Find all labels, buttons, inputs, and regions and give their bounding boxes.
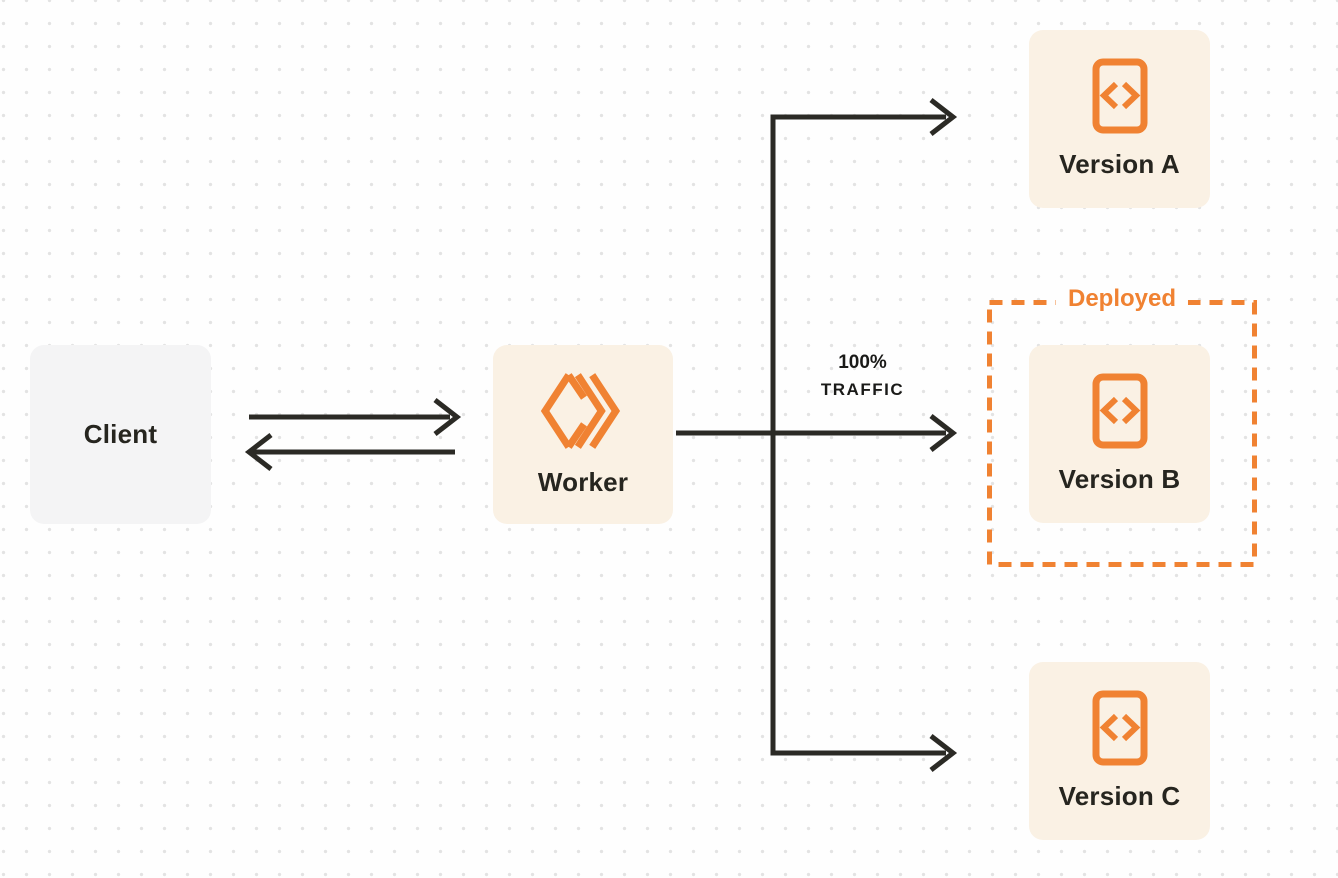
worker-node: Worker bbox=[493, 345, 673, 524]
arrow-to-version-b-head bbox=[929, 414, 958, 452]
version-c-label: Version C bbox=[1058, 781, 1181, 811]
traffic-word: TRAFFIC bbox=[820, 380, 905, 399]
version-b-label: Version B bbox=[1058, 464, 1181, 494]
arrow-client-to-worker-head bbox=[433, 398, 462, 436]
version-b-node: Version B bbox=[1029, 345, 1210, 523]
workers-logo-icon bbox=[541, 373, 621, 449]
version-a-node: Version A bbox=[1029, 30, 1210, 208]
worker-label: Worker bbox=[537, 467, 629, 497]
code-file-icon bbox=[1092, 690, 1147, 766]
arrow-worker-to-client-head bbox=[244, 433, 273, 471]
traffic-annotation: 100% TRAFFIC bbox=[790, 350, 935, 404]
code-file-icon bbox=[1092, 58, 1147, 134]
client-node: Client bbox=[30, 345, 211, 524]
client-label: Client bbox=[83, 419, 158, 449]
version-c-node: Version C bbox=[1029, 662, 1210, 840]
version-a-label: Version A bbox=[1059, 149, 1180, 179]
deployed-group: Deployed bbox=[987, 285, 1257, 567]
arrow-to-version-a-head bbox=[929, 98, 958, 136]
arrow-to-version-c-head bbox=[929, 734, 958, 772]
branch-trunk-line bbox=[770, 114, 946, 756]
deployed-label: Deployed bbox=[1055, 285, 1189, 313]
code-file-icon bbox=[1092, 373, 1147, 449]
traffic-percent: 100% bbox=[838, 352, 887, 373]
